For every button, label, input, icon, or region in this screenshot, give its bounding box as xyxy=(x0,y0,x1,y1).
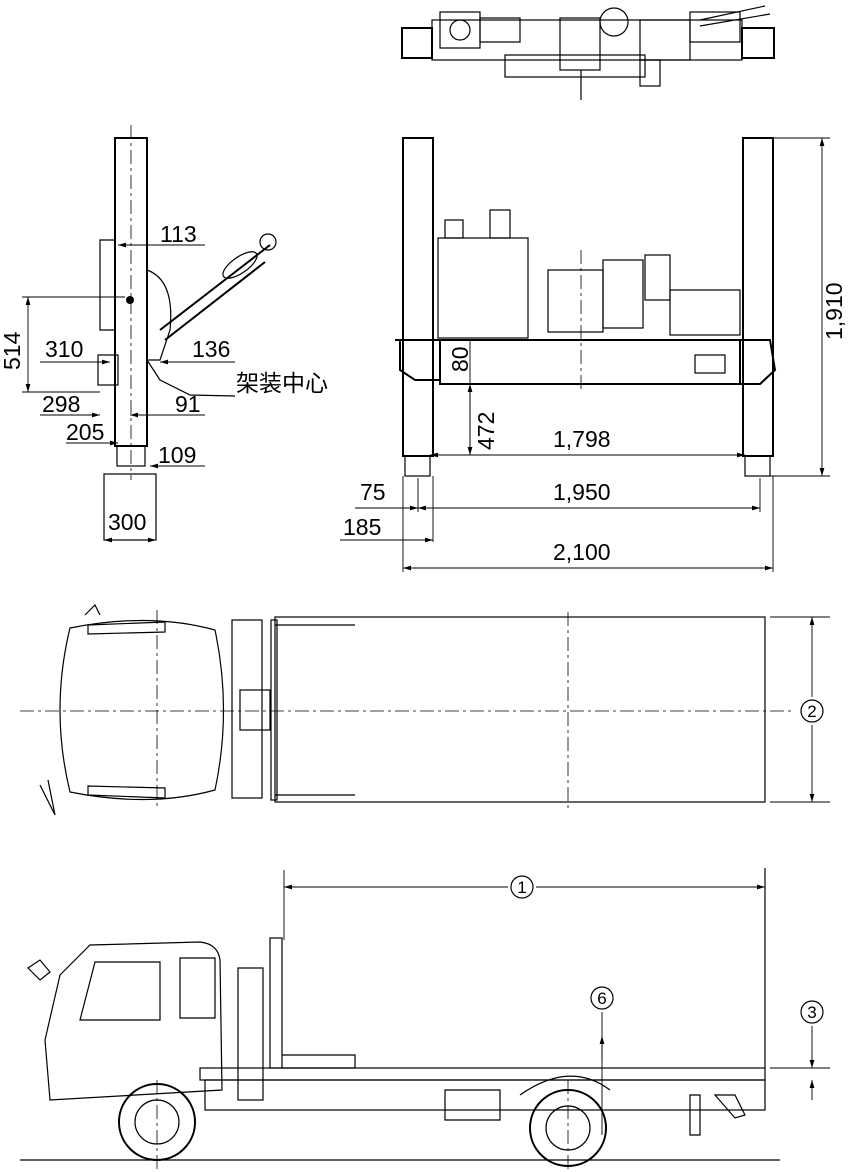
dim-1798: 1,798 xyxy=(553,426,611,452)
dim-472: 472 xyxy=(473,412,499,450)
rig-side-view xyxy=(22,125,277,543)
dim-310: 310 xyxy=(45,336,83,362)
dim-205: 205 xyxy=(66,419,104,445)
truck-side-view xyxy=(20,868,830,1170)
callout-3: 3 xyxy=(807,1003,816,1022)
callout-6: 6 xyxy=(597,989,606,1008)
dim-298: 298 xyxy=(42,391,80,417)
dim-75: 75 xyxy=(360,479,386,505)
truck-top-view xyxy=(20,603,830,816)
dim-136: 136 xyxy=(192,336,230,362)
dim-514: 514 xyxy=(0,331,25,370)
dim-2100: 2,100 xyxy=(553,539,611,565)
dim-1910: 1,910 xyxy=(821,282,847,340)
callout-6-circle xyxy=(590,986,614,1010)
dim-1950: 1,950 xyxy=(553,479,611,505)
mount-center-label: 架装中心 xyxy=(236,370,328,396)
rig-top-view xyxy=(401,5,775,100)
dim-80: 80 xyxy=(447,346,473,372)
dim-185: 185 xyxy=(343,514,381,540)
callout-3-circle xyxy=(800,1000,824,1024)
dim-109: 109 xyxy=(158,442,196,468)
rig-front-view xyxy=(340,137,830,572)
dim-91: 91 xyxy=(175,391,201,417)
callout-1: 1 xyxy=(517,878,526,897)
dim-300: 300 xyxy=(108,509,146,535)
callout-1-circle xyxy=(510,875,534,899)
dim-113: 113 xyxy=(160,221,197,247)
callout-2: 2 xyxy=(807,702,816,721)
callout-2-circle xyxy=(800,699,824,723)
